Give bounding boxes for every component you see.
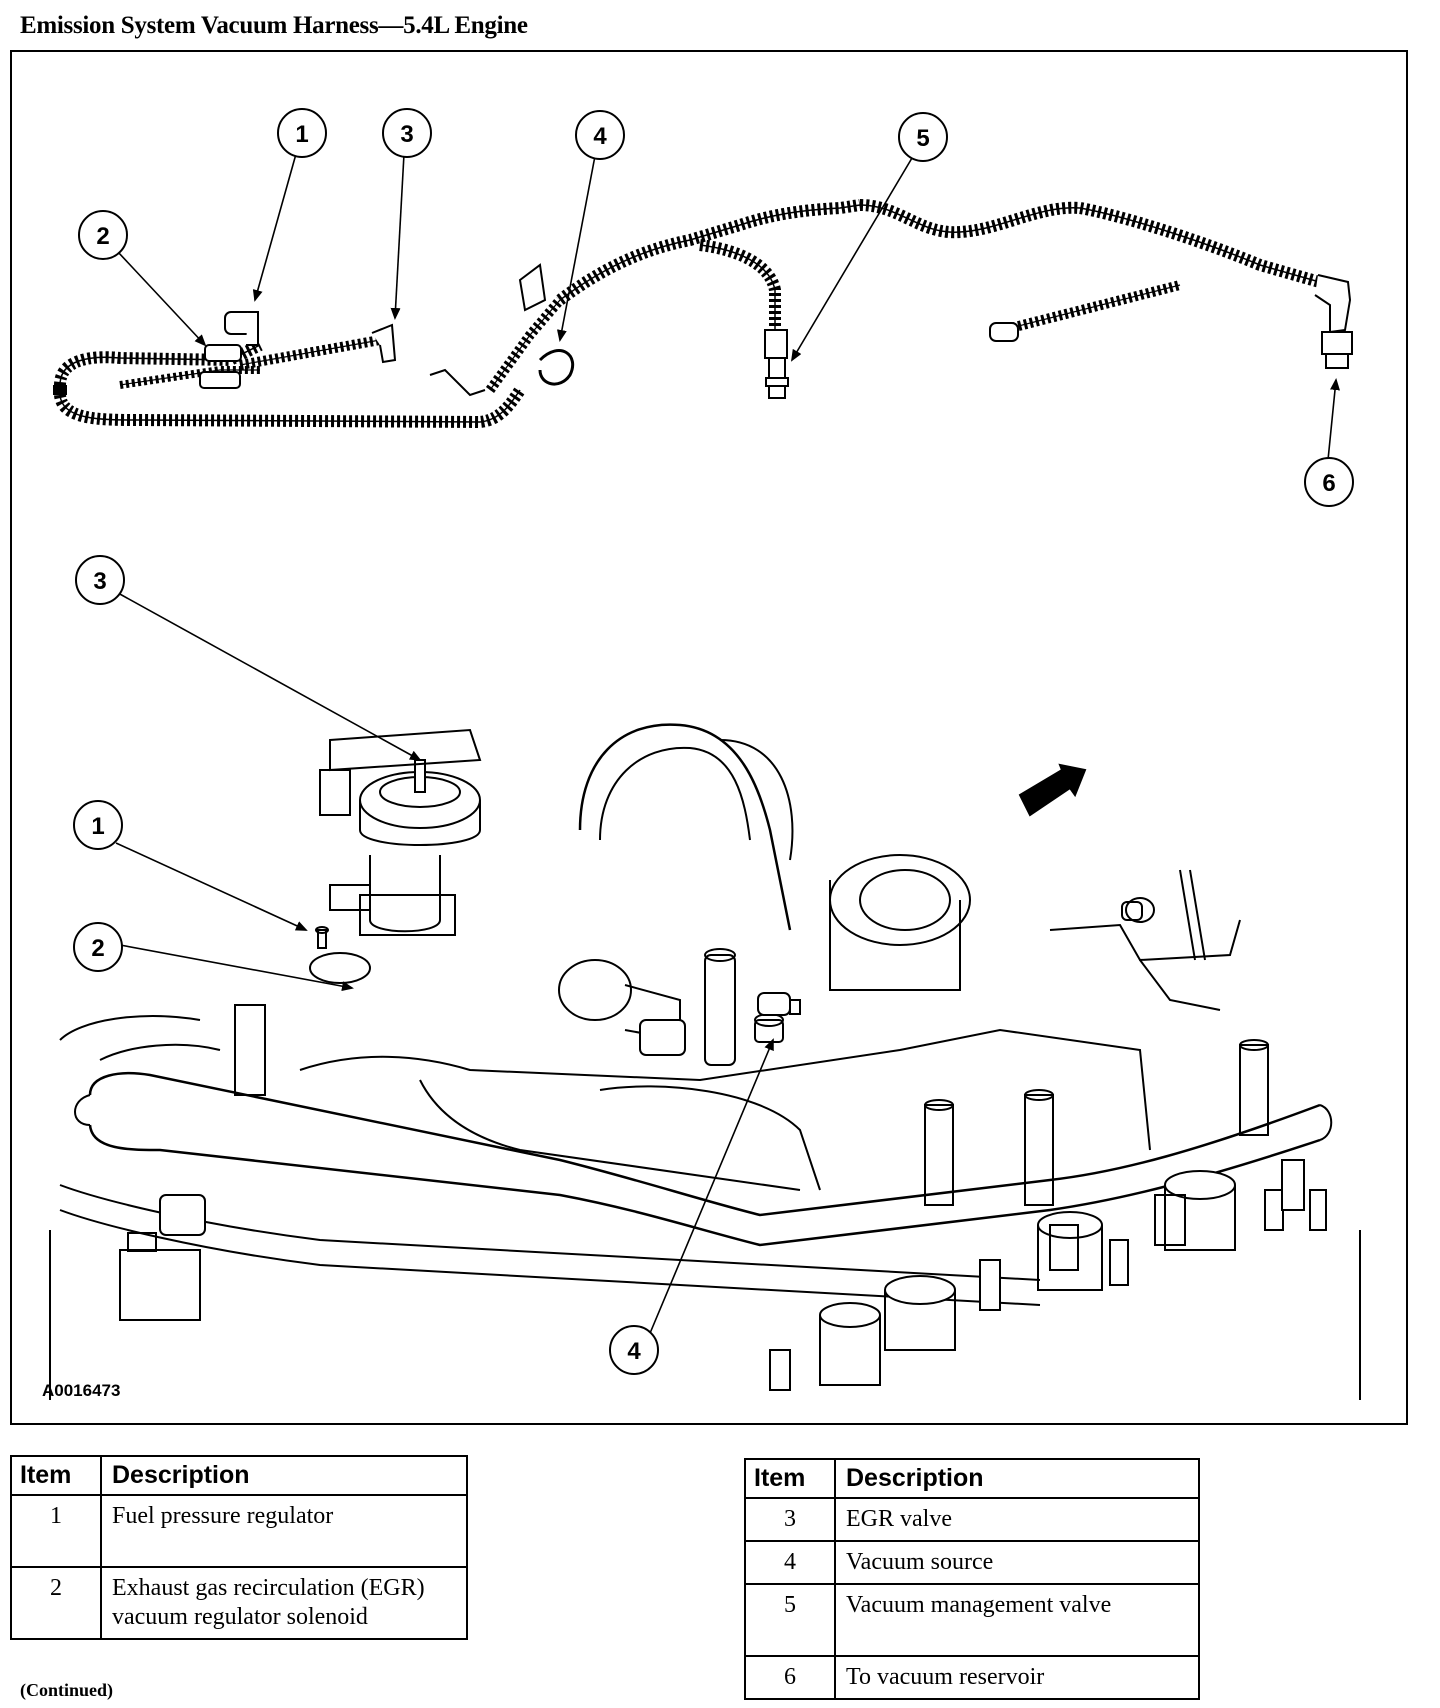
legend-item-description: Vacuum management valve <box>834 1583 1200 1657</box>
callout-bottom-4: 4 <box>609 1325 659 1375</box>
svg-text:3: 3 <box>400 121 413 148</box>
svg-text:2: 2 <box>96 223 109 250</box>
leader-lines <box>115 153 1340 1339</box>
svg-text:5: 5 <box>916 125 929 152</box>
legend-header-description: Description <box>100 1455 468 1496</box>
callout-top-4: 4 <box>575 110 625 160</box>
callout-top-5: 5 <box>898 112 948 162</box>
legend-item-description: EGR valve <box>834 1497 1200 1542</box>
svg-text:4: 4 <box>627 1338 641 1365</box>
legend-item-description: Vacuum source <box>834 1540 1200 1585</box>
legend-item-description: Fuel pressure regulator <box>100 1494 468 1568</box>
legend-header-item: Item <box>10 1455 102 1496</box>
table-row: 6 To vacuum reservoir <box>744 1655 1200 1700</box>
legend-item-number: 5 <box>744 1583 836 1657</box>
svg-text:1: 1 <box>295 121 308 148</box>
callouts: 1 2 3 4 5 6 3 1 2 4 <box>73 108 1354 1375</box>
legend-item-description: To vacuum reservoir <box>834 1655 1200 1700</box>
diagram-frame <box>10 50 1408 1425</box>
callout-bottom-3: 3 <box>75 555 125 605</box>
legend-header-row: Item Description <box>10 1455 468 1496</box>
figure-id: A0016473 <box>42 1381 121 1400</box>
table-row: 5 Vacuum management valve <box>744 1583 1200 1657</box>
engine-drawing <box>49 723 1361 1400</box>
callout-bottom-2: 2 <box>73 922 123 972</box>
legend-item-description: Exhaust gas recirculation (EGR) vacuum r… <box>100 1566 468 1640</box>
legend-item-number: 1 <box>10 1494 102 1568</box>
callout-top-1: 1 <box>277 108 327 158</box>
vacuum-harness-drawing <box>53 199 1353 429</box>
legend-header-description: Description <box>834 1458 1200 1499</box>
svg-text:4: 4 <box>593 123 607 150</box>
callout-bottom-1: 1 <box>73 800 123 850</box>
legend-item-number: 3 <box>744 1497 836 1542</box>
legend-table-right: Item Description 3 EGR valve 4 Vacuum so… <box>744 1458 1200 1700</box>
legend-header-row: Item Description <box>744 1458 1200 1499</box>
legend-item-number: 2 <box>10 1566 102 1640</box>
table-row: 4 Vacuum source <box>744 1540 1200 1585</box>
table-row: 1 Fuel pressure regulator <box>10 1494 468 1568</box>
front-arrow-icon <box>1018 763 1087 817</box>
page-title: Emission System Vacuum Harness—5.4L Engi… <box>20 12 528 39</box>
svg-text:2: 2 <box>91 935 104 962</box>
vacuum-harness-diagram: 1 2 3 4 5 6 3 1 2 4 <box>49 108 1361 1400</box>
table-row: 2 Exhaust gas recirculation (EGR) vacuum… <box>10 1566 468 1640</box>
svg-text:6: 6 <box>1322 470 1335 497</box>
table-row: 3 EGR valve <box>744 1497 1200 1542</box>
legend-table-left: Item Description 1 Fuel pressure regulat… <box>10 1455 468 1640</box>
callout-top-2: 2 <box>78 210 128 260</box>
legend-header-item: Item <box>744 1458 836 1499</box>
svg-text:1: 1 <box>91 813 104 840</box>
legend-item-number: 4 <box>744 1540 836 1585</box>
callout-top-3: 3 <box>382 108 432 158</box>
svg-text:3: 3 <box>93 568 106 595</box>
callout-top-6: 6 <box>1304 457 1354 507</box>
legend-item-number: 6 <box>744 1655 836 1700</box>
continued-note: (Continued) <box>20 1680 114 1700</box>
